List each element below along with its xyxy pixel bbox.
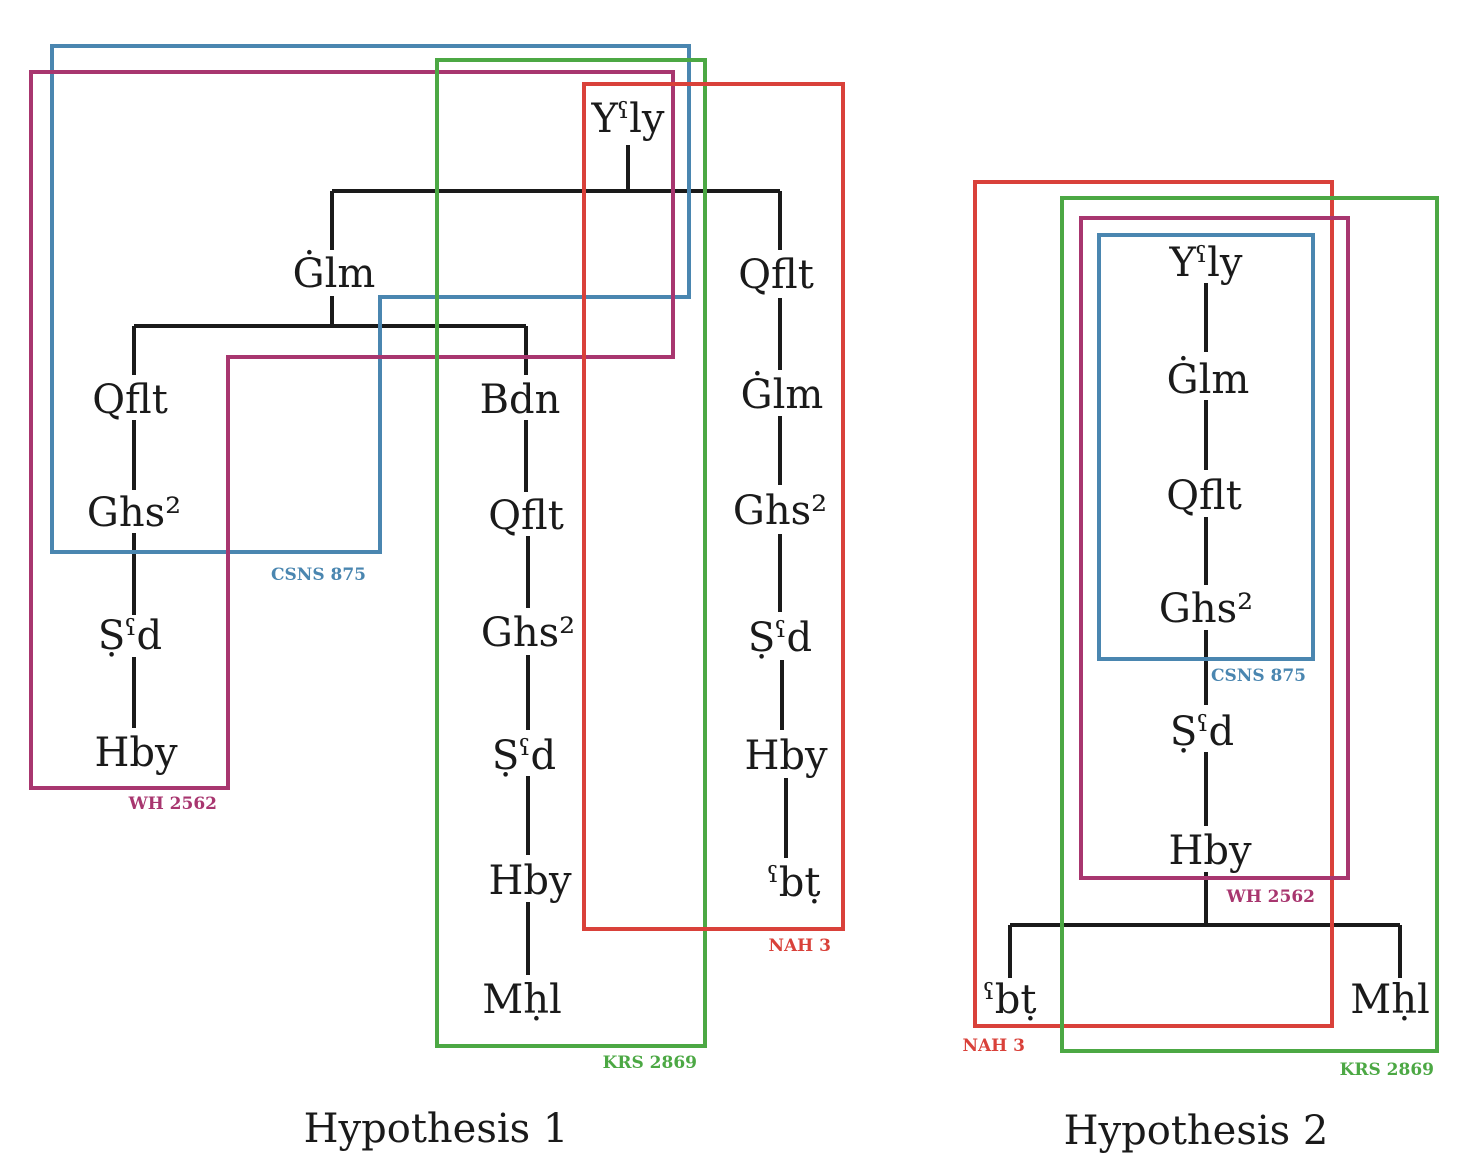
manuscript-label-krs-2869: KRS 2869 (603, 1053, 697, 1073)
hypothesis-1-title: Hypothesis 1 (304, 1106, 569, 1152)
manuscript-box-wh-2562 (1079, 216, 1350, 880)
tree-node-ghs-m: Ghs² (481, 610, 575, 656)
tree-node-yly: Yˁly (1168, 240, 1242, 286)
manuscript-box-krs-2869 (435, 58, 707, 1048)
tree-node-qflt: Qflt (1166, 473, 1242, 519)
manuscript-label-wh-2562: WH 2562 (1226, 887, 1315, 907)
manuscript-label-csns-875: CSNS 875 (1211, 666, 1306, 686)
tree-node-ghs-l: Ghs² (87, 490, 181, 536)
tree-node-yly: Yˁly (590, 96, 664, 142)
manuscript-box-krs-2869 (1060, 196, 1439, 1053)
tree-node-qflt-l: Qflt (92, 377, 168, 423)
hypothesis-titles: Hypothesis 1 Hypothesis 2 (304, 1106, 1329, 1154)
manuscript-box-csns-875 (1097, 233, 1315, 661)
tree-node-sd-l: Ṣˁd (98, 613, 162, 659)
tree-node-hby: Hby (1168, 828, 1251, 874)
tree-node-hby-m: Hby (488, 858, 571, 904)
tree-edges (132, 145, 1402, 978)
tree-node-mhl: Mḥl (1350, 977, 1430, 1023)
manuscript-box-nah-3 (582, 82, 845, 931)
tree-node-bt: ˁbṭ (984, 977, 1037, 1023)
tree-node-hby-l: Hby (94, 730, 177, 776)
manuscript-box-nah-3 (973, 180, 1334, 1028)
tree-node-sd-r: Ṣˁd (748, 615, 812, 661)
tree-node-glm-a: Ġlm (293, 250, 376, 297)
tree-node-qflt-r: Qflt (738, 252, 814, 298)
tree-node-bdn: Bdn (480, 377, 561, 423)
manuscript-label-krs-2869: KRS 2869 (1340, 1060, 1434, 1080)
tree-node-glm-r: Ġlm (741, 371, 824, 418)
tree-node-hby-r: Hby (744, 733, 827, 779)
manuscript-label-wh-2562: WH 2562 (128, 794, 217, 814)
manuscript-label-nah-3: NAH 3 (768, 936, 831, 956)
tree-node-mhl-m: Mḥl (482, 977, 562, 1023)
tree-node-glm: Ġlm (1167, 356, 1250, 403)
manuscript-box-csns-875 (50, 44, 691, 554)
manuscript-label-csns-875: CSNS 875 (271, 565, 366, 585)
tree-node-qflt-m: Qflt (488, 493, 564, 539)
tree-node-ghs-r: Ghs² (733, 488, 827, 534)
tree-node-bt-r: ˁbṭ (768, 860, 821, 906)
hypothesis-2-title: Hypothesis 2 (1064, 1108, 1329, 1154)
manuscript-box-wh-2562 (29, 70, 675, 790)
tree-node-ghs: Ghs² (1159, 586, 1253, 632)
tree-node-sd-m: Ṣˁd (492, 733, 556, 779)
tree-node-sd: Ṣˁd (1170, 709, 1234, 755)
manuscript-label-nah-3: NAH 3 (962, 1036, 1025, 1056)
